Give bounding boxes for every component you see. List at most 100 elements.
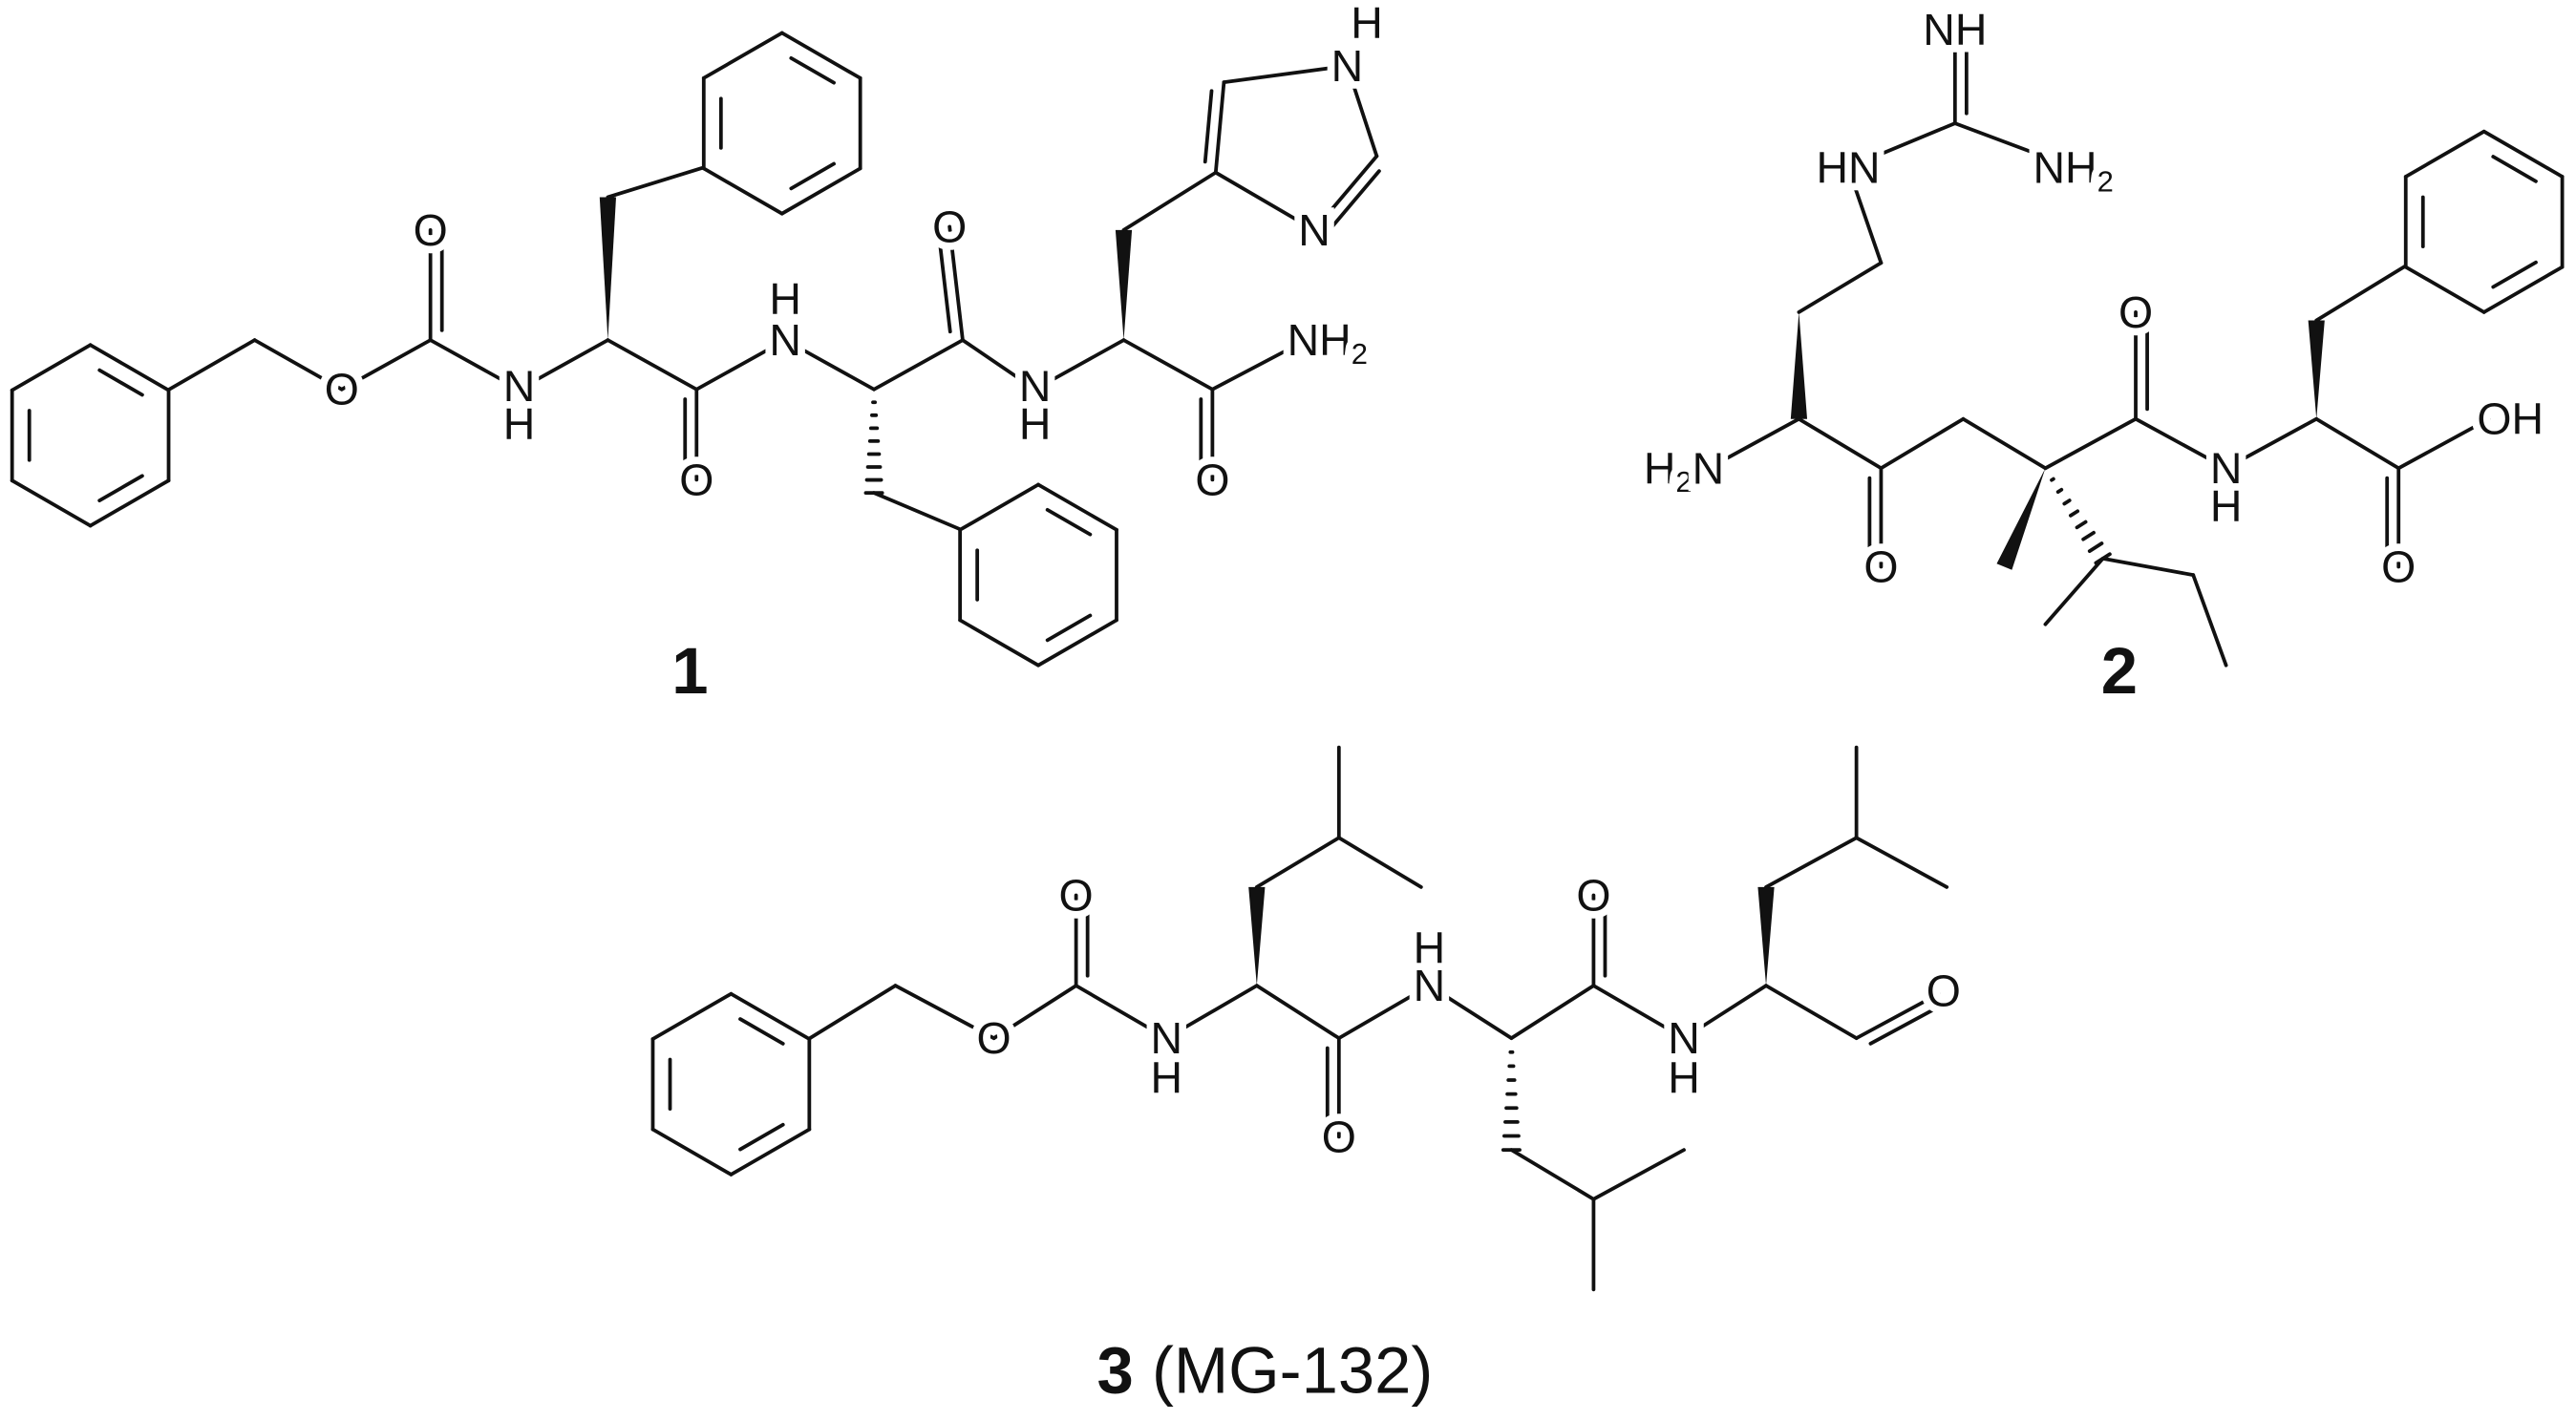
- wedge-bond: [599, 197, 617, 341]
- atom-h: H: [1150, 1052, 1182, 1102]
- atom-h2n: H2N: [1644, 443, 1724, 498]
- double-bond: [1203, 89, 1214, 164]
- bond: [2314, 264, 2408, 323]
- bond: [1121, 170, 1218, 232]
- bond: [2043, 557, 2105, 626]
- bond: [1222, 63, 1350, 84]
- bond: [872, 338, 965, 392]
- ring-bond: [650, 991, 734, 1041]
- ring-bond: [2481, 129, 2565, 179]
- ring-bond: [729, 1127, 812, 1177]
- double-bond: [1854, 991, 1941, 1041]
- bond: [1764, 984, 1859, 1041]
- atom-labels: O O N H O N H O N H O NH2 N H N NH HN NH…: [317, 0, 2551, 1169]
- bond: [1074, 984, 1169, 1041]
- ring-bond: [958, 482, 1040, 532]
- ring-bond: [701, 166, 784, 216]
- atom-nh2: NH2: [2033, 143, 2114, 198]
- bond: [1706, 416, 1801, 471]
- bond: [893, 984, 996, 1041]
- ring-bond: [779, 31, 862, 80]
- bond: [428, 338, 522, 392]
- atom-o: O: [414, 205, 448, 255]
- double-bond: [1312, 154, 1379, 232]
- wedge-bond: [1115, 229, 1133, 341]
- ring-bond: [1036, 618, 1118, 668]
- bond: [808, 984, 898, 1041]
- bond: [2100, 557, 2196, 577]
- hash-bond: [2081, 530, 2096, 541]
- bond: [1764, 836, 1859, 889]
- bond: [1210, 338, 1309, 392]
- atom-h: H: [503, 399, 536, 449]
- atom-nh: NH: [1923, 5, 1987, 54]
- atom-o: O: [2381, 541, 2416, 591]
- bond: [1682, 984, 1768, 1041]
- compound-label-1: 1: [671, 634, 708, 708]
- wedge-bond: [1248, 886, 1266, 986]
- bond: [1345, 63, 1379, 159]
- atom-n: N: [1298, 205, 1331, 255]
- atom-hn: HN: [1816, 143, 1880, 193]
- aromatic-bond: [1045, 507, 1093, 537]
- hash-bond: [2069, 509, 2080, 518]
- bond: [961, 338, 1037, 392]
- atom-o: O: [1322, 1112, 1356, 1161]
- bond: [1591, 1148, 1686, 1201]
- wedge-bond: [2308, 320, 2325, 419]
- atom-nh2: NH2: [1288, 315, 1368, 370]
- atom-n: N: [1414, 961, 1446, 1010]
- atom-o: O: [932, 201, 967, 251]
- atom-n: N: [1150, 1013, 1182, 1063]
- ring-bond: [779, 166, 862, 216]
- atom-o: O: [1863, 541, 1898, 591]
- bond: [1879, 416, 1966, 471]
- bond: [1509, 984, 1596, 1041]
- hash-bond: [2075, 520, 2088, 530]
- hash-bond: [2050, 477, 2055, 482]
- hash-bond: [2062, 498, 2072, 506]
- bond: [1254, 984, 1341, 1041]
- bond: [1797, 261, 1884, 314]
- ring-bond: [10, 478, 93, 528]
- aromatic-bond: [738, 1122, 785, 1152]
- atom-h: H: [1668, 1052, 1700, 1102]
- atom-h: H: [1019, 399, 1052, 449]
- bond: [517, 338, 610, 392]
- compound-label-2: 2: [2101, 634, 2138, 708]
- atom-n: N: [503, 361, 536, 411]
- atom-o: O: [679, 455, 713, 504]
- ring-bond: [958, 618, 1040, 668]
- bond: [2043, 416, 2138, 471]
- wedge-bond: [1996, 468, 2046, 570]
- aromatic-bond: [789, 55, 836, 85]
- bond: [1952, 121, 2076, 170]
- wedge-bond: [1757, 886, 1775, 986]
- double-bond: [1327, 169, 1381, 232]
- bond: [1164, 984, 1259, 1041]
- aromatic-bond: [738, 1017, 785, 1046]
- atom-o: O: [1195, 455, 1229, 504]
- atom-n: N: [2210, 443, 2243, 493]
- bond: [1846, 121, 1957, 170]
- bond: [1336, 984, 1432, 1041]
- bond: [1797, 416, 1884, 471]
- atom-n: N: [769, 315, 801, 365]
- bond: [2134, 416, 2228, 471]
- double-bond: [937, 236, 952, 334]
- bond: [872, 491, 962, 531]
- bond: [1336, 836, 1423, 889]
- atom-n: N: [1668, 1013, 1700, 1063]
- bond: [1591, 984, 1686, 1041]
- bond: [2224, 416, 2319, 471]
- atom-o: O: [1927, 965, 1961, 1015]
- bond: [2191, 573, 2228, 668]
- bond: [606, 165, 706, 200]
- ring-bond: [88, 343, 171, 392]
- ring-bond: [10, 343, 93, 392]
- ring-bond: [88, 478, 171, 528]
- bond: [1033, 338, 1126, 392]
- wedge-bond: [1790, 311, 1808, 419]
- bond: [606, 338, 699, 392]
